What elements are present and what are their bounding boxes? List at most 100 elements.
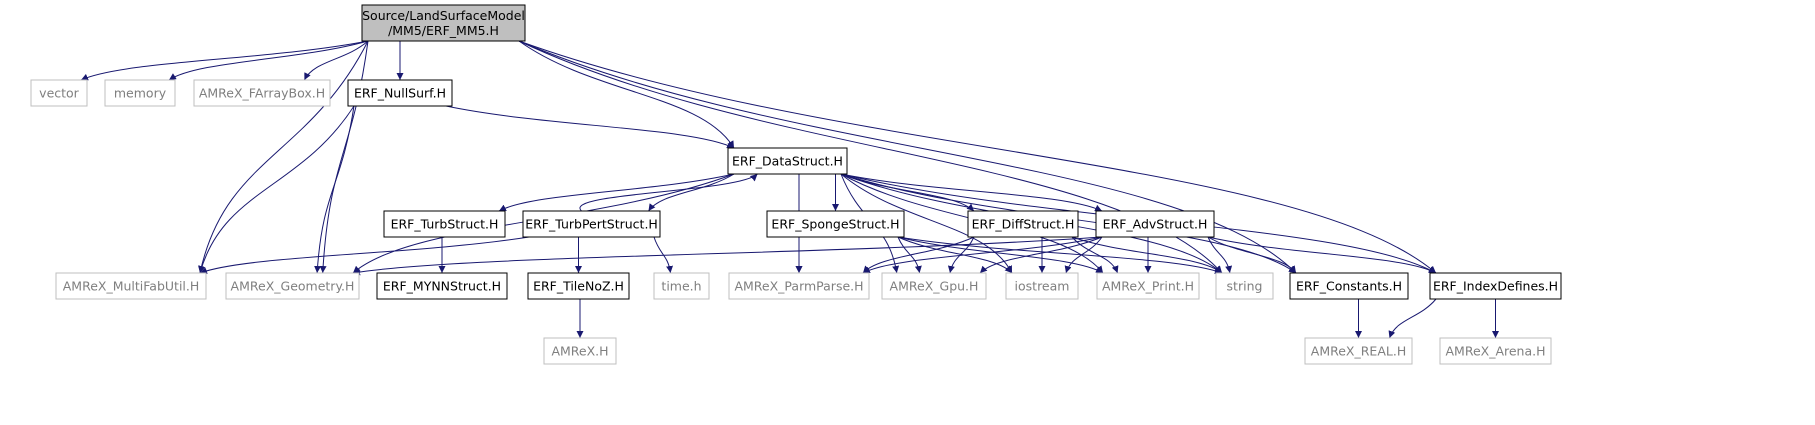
node-label-memory: memory bbox=[114, 86, 167, 101]
edge-datastruct-to-geometry bbox=[352, 173, 735, 274]
node-tilenoz[interactable]: ERF_TileNoZ.H bbox=[527, 272, 630, 300]
node-box-root bbox=[361, 4, 526, 42]
node-box-constants bbox=[1289, 272, 1409, 300]
node-box-adv bbox=[1095, 210, 1215, 238]
node-label-farraybox: AMReX_FArrayBox.H bbox=[199, 86, 325, 101]
node-label-constants: ERF_Constants.H bbox=[1296, 279, 1402, 294]
node-label-timeh: time.h bbox=[661, 279, 701, 294]
node-arena: AMReX_Arena.H bbox=[1439, 337, 1552, 365]
node-box-mynn bbox=[376, 272, 508, 300]
node-geometry: AMReX_Geometry.H bbox=[225, 272, 360, 300]
node-memory: memory bbox=[104, 79, 176, 107]
edge-sponge-to-print bbox=[897, 236, 1104, 274]
node-turbpert[interactable]: ERF_TurbPertStruct.H bbox=[522, 210, 661, 238]
node-label-sponge: ERF_SpongeStruct.H bbox=[771, 217, 899, 232]
node-label-tilenoz: ERF_TileNoZ.H bbox=[533, 279, 624, 294]
node-nullsurf[interactable]: ERF_NullSurf.H bbox=[347, 79, 453, 107]
node-box-diff bbox=[967, 210, 1079, 238]
node-string: string bbox=[1215, 272, 1274, 300]
edge-datastruct-to-adv bbox=[840, 173, 1103, 212]
node-box-datastruct bbox=[727, 147, 848, 175]
edge-adv-to-geometry bbox=[352, 236, 1103, 276]
edge-nullsurf-to-multifab bbox=[198, 105, 355, 274]
node-box-indexdefines bbox=[1429, 272, 1562, 300]
node-turbstruct[interactable]: ERF_TurbStruct.H bbox=[383, 210, 506, 238]
node-label-vector: vector bbox=[39, 86, 80, 101]
node-label-diff: ERF_DiffStruct.H bbox=[972, 217, 1075, 232]
edge-root-to-geometry bbox=[319, 40, 369, 274]
edge-root-to-indexdefines bbox=[518, 40, 1437, 274]
node-label-root: /MM5/ERF_MM5.H bbox=[388, 23, 499, 38]
node-box-nullsurf bbox=[347, 79, 453, 107]
node-iostream: iostream bbox=[1005, 272, 1079, 300]
node-box-timeh bbox=[653, 272, 710, 300]
node-print: AMReX_Print.H bbox=[1096, 272, 1200, 300]
node-box-parmparse bbox=[728, 272, 870, 300]
edge-root-to-memory bbox=[168, 40, 369, 81]
node-label-adv: ERF_AdvStruct.H bbox=[1103, 217, 1208, 232]
edge-root-to-string bbox=[518, 40, 1223, 274]
edge-adv-to-string bbox=[1207, 236, 1233, 274]
node-box-gpu bbox=[881, 272, 987, 300]
edge-adv-to-parmparse bbox=[862, 236, 1103, 274]
edge-adv-to-iostream bbox=[1064, 236, 1103, 274]
node-indexdefines[interactable]: ERF_IndexDefines.H bbox=[1429, 272, 1562, 300]
node-label-turbpert: ERF_TurbPertStruct.H bbox=[525, 217, 658, 232]
node-label-print: AMReX_Print.H bbox=[1102, 279, 1194, 294]
node-gpu: AMReX_Gpu.H bbox=[881, 272, 987, 300]
node-box-geometry bbox=[225, 272, 360, 300]
node-label-root: Source/LandSurfaceModel bbox=[362, 8, 525, 23]
node-box-string bbox=[1215, 272, 1274, 300]
edge-nullsurf-to-datastruct bbox=[445, 105, 735, 149]
node-box-real bbox=[1304, 337, 1413, 365]
edge-turbpert-to-multifab bbox=[199, 236, 530, 274]
edge-adv-to-indexdefines bbox=[1207, 236, 1437, 274]
node-label-string: string bbox=[1227, 279, 1263, 294]
node-adv[interactable]: ERF_AdvStruct.H bbox=[1095, 210, 1215, 238]
node-sponge[interactable]: ERF_SpongeStruct.H bbox=[766, 210, 905, 238]
node-box-arena bbox=[1439, 337, 1552, 365]
node-label-datastruct: ERF_DataStruct.H bbox=[732, 154, 843, 169]
node-diff[interactable]: ERF_DiffStruct.H bbox=[967, 210, 1079, 238]
node-amrex: AMReX.H bbox=[543, 337, 617, 365]
node-real: AMReX_REAL.H bbox=[1304, 337, 1413, 365]
edge-root-to-vector bbox=[80, 40, 369, 81]
edge-sponge-to-string bbox=[897, 236, 1223, 274]
node-box-amrex bbox=[543, 337, 617, 365]
edge-datastruct-to-iostream bbox=[840, 173, 1013, 274]
node-box-sponge bbox=[766, 210, 905, 238]
node-mynn[interactable]: ERF_MYNNStruct.H bbox=[376, 272, 508, 300]
edge-adv-to-constants bbox=[1207, 236, 1297, 274]
edge-nullsurf-to-geometry bbox=[314, 105, 355, 274]
node-datastruct[interactable]: ERF_DataStruct.H bbox=[727, 147, 848, 175]
edge-datastruct-to-turbstruct bbox=[498, 173, 735, 212]
edge-adv-to-gpu bbox=[979, 236, 1103, 274]
node-vector: vector bbox=[30, 79, 88, 107]
edge-sponge-to-iostream bbox=[897, 236, 1013, 274]
edge-root-to-multifab bbox=[198, 40, 369, 274]
node-box-print bbox=[1096, 272, 1200, 300]
node-label-parmparse: AMReX_ParmParse.H bbox=[734, 279, 863, 294]
node-constants[interactable]: ERF_Constants.H bbox=[1289, 272, 1409, 300]
node-label-amrex: AMReX.H bbox=[551, 344, 608, 359]
node-box-tilenoz bbox=[527, 272, 630, 300]
node-label-multifab: AMReX_MultiFabUtil.H bbox=[63, 279, 200, 294]
node-box-vector bbox=[30, 79, 88, 107]
edge-datastruct-to-turbpert bbox=[648, 173, 735, 212]
node-label-iostream: iostream bbox=[1015, 279, 1070, 294]
node-root[interactable]: Source/LandSurfaceModel/MM5/ERF_MM5.H bbox=[361, 4, 526, 42]
node-label-geometry: AMReX_Geometry.H bbox=[231, 279, 355, 294]
node-label-turbstruct: ERF_TurbStruct.H bbox=[391, 217, 499, 232]
node-timeh: time.h bbox=[653, 272, 710, 300]
edge-turbpert-to-datastruct bbox=[579, 173, 758, 212]
edge-diff-to-string bbox=[1071, 236, 1223, 274]
node-label-nullsurf: ERF_NullSurf.H bbox=[354, 86, 446, 101]
node-label-gpu: AMReX_Gpu.H bbox=[890, 279, 979, 294]
node-box-iostream bbox=[1005, 272, 1079, 300]
node-box-turbpert bbox=[522, 210, 661, 238]
node-box-farraybox bbox=[193, 79, 331, 107]
node-label-real: AMReX_REAL.H bbox=[1311, 344, 1406, 359]
node-label-indexdefines: ERF_IndexDefines.H bbox=[1433, 279, 1558, 294]
edge-root-to-datastruct bbox=[518, 40, 735, 149]
